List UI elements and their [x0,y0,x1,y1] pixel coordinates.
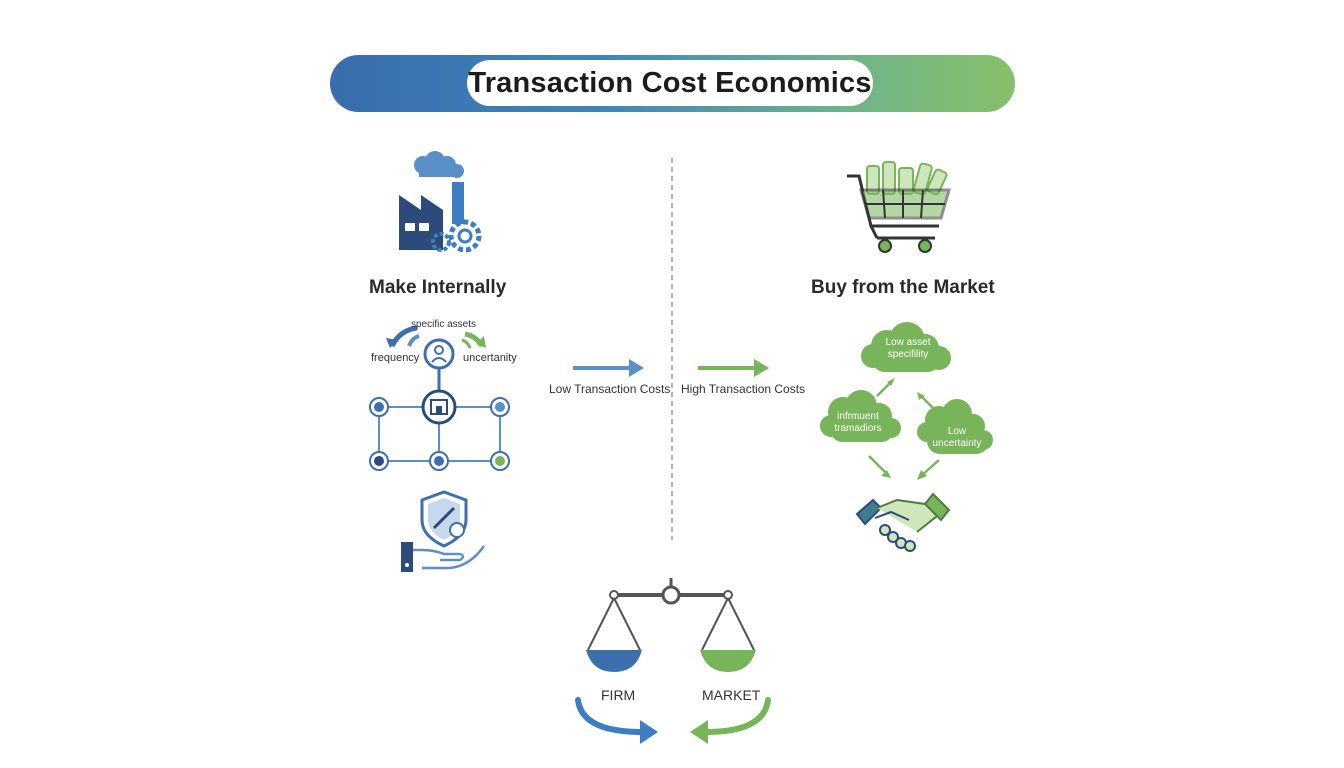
make-internally-heading: Make Internally [369,277,507,298]
center-divider [671,158,673,540]
cloud-low-asset-specificity: Low asset specifility [885,337,931,360]
high-transaction-costs-label: High Transaction Costs [681,382,806,396]
high-cost-arrow [698,359,769,377]
factory-icon [399,151,482,253]
market-factors-diagram [820,322,993,480]
shopping-cart-icon [847,161,951,253]
market-label: MARKET [702,687,761,703]
cloud-infrequent-transactions: infrmuent tramadiors [834,411,882,434]
firm-label: FIRM [601,687,636,703]
firm-to-market-arrow [575,697,658,744]
buy-from-market-heading: Buy from the Market [811,277,995,298]
low-transaction-costs-label: Low Transaction Costs [549,382,671,396]
market-to-firm-arrow [690,697,771,744]
specific-assets-label: specific assets [411,319,477,330]
low-cost-arrow [573,359,644,377]
shield-hand-icon [401,490,486,572]
internal-network-diagram [369,325,510,471]
cloud-low-uncertainty: Low uncertainty [932,426,982,449]
frequency-label: frequency [371,352,420,364]
balance-scale-icon [586,578,756,672]
page-title: Transaction Cost Economics [468,66,872,99]
uncertainty-label: uncertanity [463,352,517,364]
handshake-icon [855,492,951,552]
title-pill: Transaction Cost Economics [467,60,873,106]
